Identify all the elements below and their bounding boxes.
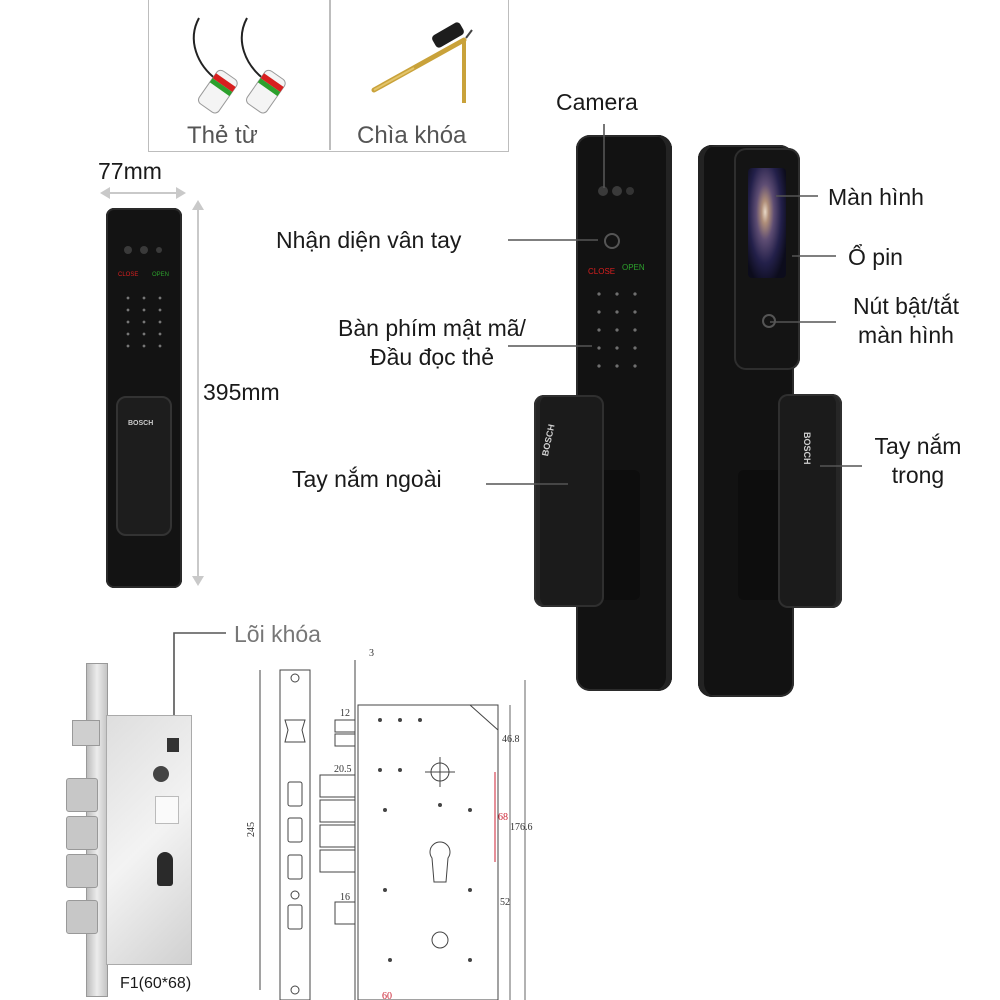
svg-text:176.6: 176.6	[510, 822, 533, 833]
lock-core-label: Lõi khóa	[234, 621, 321, 647]
display-screen	[748, 168, 786, 278]
keypad-label: Bàn phím mật mã/ Đầu đọc thẻ	[338, 315, 526, 370]
outer-handle-label: Tay nắm ngoài	[292, 466, 442, 492]
mechanical-key-image	[371, 22, 473, 103]
deadbolt-3	[66, 854, 98, 888]
latch-window	[167, 738, 179, 752]
latch-bolt	[72, 720, 100, 746]
screen-button-label: Nút bật/tắt màn hình	[852, 293, 960, 348]
deadbolt-1	[66, 778, 98, 812]
card-label: Thẻ từ	[187, 122, 258, 149]
svg-text:16: 16	[340, 892, 350, 903]
battery-label: Ổ pin	[848, 244, 903, 270]
height-dimension-label: 395mm	[203, 379, 280, 405]
open-indicator: OPEN	[622, 263, 645, 272]
deadbolt-4	[66, 900, 98, 934]
svg-text:52: 52	[500, 897, 510, 908]
svg-text:12: 12	[340, 708, 350, 719]
inner-handle-label: Tay nắm trong	[874, 433, 962, 488]
leader-lock-core	[173, 632, 226, 725]
keypad-grid	[120, 292, 168, 354]
key-label: Chìa khóa	[357, 122, 467, 149]
drawing-faceplate	[279, 669, 311, 1000]
fingerprint-label: Nhận diện vân tay	[276, 227, 462, 253]
camera-module	[598, 183, 634, 201]
brand-logo: BOSCH	[128, 420, 154, 427]
drawing-body	[357, 704, 499, 1000]
camera-dots	[124, 246, 164, 256]
deadbolt-2	[66, 816, 98, 850]
brand-logo: BOSCH	[540, 423, 557, 458]
back-inner-handle: BOSCH	[778, 394, 842, 608]
card-tags-image	[192, 17, 286, 114]
lock-core-model: F1(60*68)	[120, 975, 192, 992]
width-dimension-arrow	[100, 187, 186, 199]
accessories-divider	[329, 0, 331, 150]
cylinder-hole	[157, 852, 173, 886]
open-indicator: OPEN	[152, 272, 170, 278]
warning-sticker	[155, 796, 179, 824]
front-outer-handle: BOSCH	[534, 395, 604, 607]
screen-power-button[interactable]	[762, 314, 776, 328]
height-dimension-arrow	[192, 200, 204, 586]
close-indicator: CLOSE	[588, 267, 616, 276]
svg-text:68: 68	[498, 812, 508, 823]
fingerprint-sensor	[604, 233, 620, 249]
camera-label: Camera	[556, 89, 638, 115]
svg-text:3: 3	[369, 648, 374, 659]
technical-drawing: 3 12 20.5 16 60 46.8 68 176.6 52 245	[246, 648, 533, 1000]
screen-housing	[734, 148, 800, 370]
width-dimension-label: 77mm	[98, 158, 162, 184]
screen-label: Màn hình	[828, 184, 924, 210]
svg-text:20.5: 20.5	[334, 764, 352, 775]
keypad-grid	[590, 285, 642, 381]
brand-logo: BOSCH	[802, 432, 812, 465]
mortise-body	[106, 715, 192, 965]
svg-text:46.8: 46.8	[502, 734, 520, 745]
svg-text:60: 60	[382, 991, 392, 1000]
svg-text:245: 245	[246, 822, 257, 837]
close-indicator: CLOSE	[118, 272, 139, 278]
spindle-hole	[153, 766, 169, 782]
outer-handle: BOSCH	[116, 396, 172, 536]
dimension-lock-body: CLOSE OPEN BOSCH	[106, 208, 182, 588]
accessories-panel: Thẻ từ Chìa khóa	[148, 0, 509, 152]
